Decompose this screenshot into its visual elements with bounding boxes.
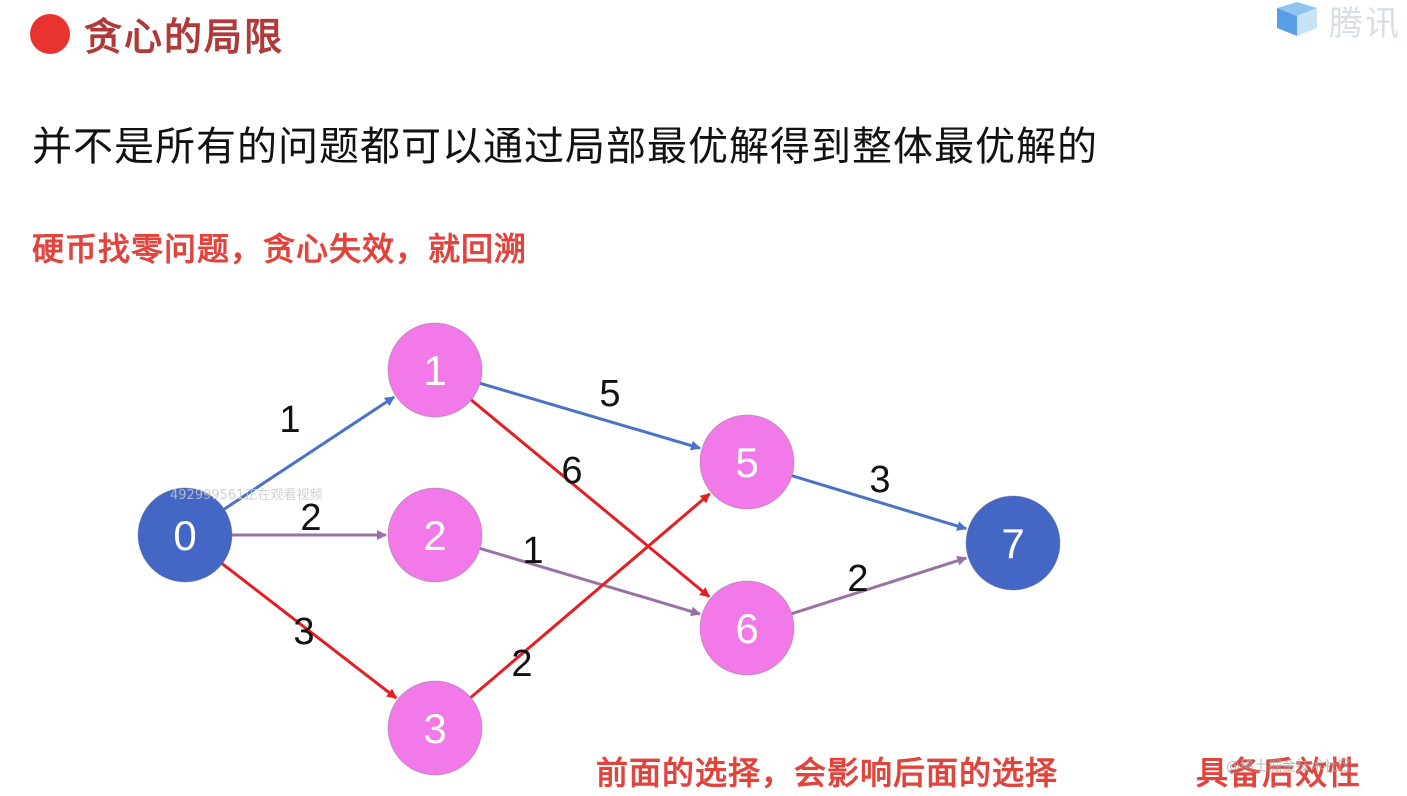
node-0: [137, 487, 233, 583]
node-label-6: 6: [735, 605, 758, 652]
edge-weight-6-7: 2: [847, 558, 868, 600]
subline: 硬币找零问题，贪心失效，就回溯: [32, 230, 528, 268]
edge-0-3: [221, 562, 398, 700]
bullet-dot: [30, 13, 70, 54]
title-row: 贪心的局限: [30, 6, 284, 61]
edge-3-5: [469, 492, 711, 699]
edge-weight-3-5: 2: [511, 643, 532, 685]
edge-weight-2-6: 1: [522, 530, 543, 572]
node-6: [699, 580, 795, 676]
node-3: [387, 680, 483, 776]
node-label-5: 5: [735, 439, 758, 486]
node-7: [965, 495, 1061, 591]
node-label-2: 2: [423, 512, 446, 559]
edge-1-5: [479, 381, 701, 451]
node-2: [387, 487, 483, 583]
edge-0-1: [223, 395, 395, 511]
edge-2-6: [479, 546, 702, 617]
edge-weight-1-6: 6: [561, 450, 582, 492]
node-5: [699, 414, 795, 510]
logo: 腾讯: [1227, 0, 1407, 44]
node-label-0: 0: [173, 512, 196, 559]
edge-weight-0-3: 3: [293, 611, 314, 653]
edge-5-7: [791, 474, 968, 531]
viewer-overlay-text: 492999561正在观看视频: [170, 488, 323, 503]
edge-weight-1-5: 5: [599, 373, 620, 415]
edge-1-6: [470, 398, 711, 598]
logo-text: 腾讯: [1329, 3, 1401, 44]
footer-note-left: 前面的选择，会影响后面的选择: [596, 754, 1059, 792]
watermark-text: @稀土掘金技术社区: [1226, 759, 1352, 775]
node-label-1: 1: [423, 347, 446, 394]
edge-weight-0-1: 1: [279, 399, 300, 441]
logo-icon: [1277, 2, 1317, 36]
node-1: [387, 322, 483, 418]
edge-weight-0-2: 2: [300, 497, 321, 539]
edge-6-7: [791, 555, 968, 616]
footer-note-right: 具备后效性: [1196, 754, 1362, 792]
page-title: 贪心的局限: [84, 15, 285, 59]
headline: 并不是所有的问题都可以通过局部最优解得到整体最优解的: [32, 124, 1098, 170]
node-label-3: 3: [423, 705, 446, 752]
edge-weight-5-7: 3: [869, 459, 890, 501]
node-label-7: 7: [1001, 520, 1024, 567]
